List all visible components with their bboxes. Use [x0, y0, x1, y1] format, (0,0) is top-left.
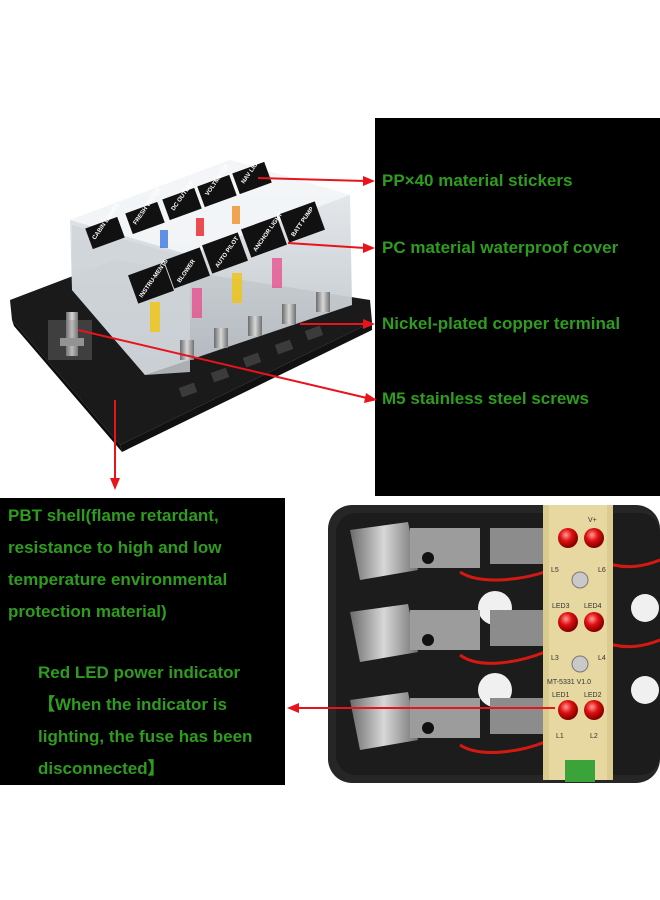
pcb-label-4: LED4 [584, 603, 602, 610]
led-line-2: 【When the indicator is [38, 695, 227, 714]
pcb-label-1: L5 [551, 567, 559, 574]
pcb-label-9: LED2 [584, 692, 602, 699]
callout-stickers: PP×40 material stickers [382, 171, 573, 190]
pcb-label-10: L1 [556, 733, 564, 740]
led-description: Red LED power indicator 【When the indica… [38, 657, 283, 785]
callout-cover: PC material waterproof cover [382, 238, 619, 257]
pcb-label-3: LED3 [552, 603, 570, 610]
callout-screws: M5 stainless steel screws [382, 389, 589, 408]
top-black-panel [375, 118, 660, 496]
callout-terminal: Nickel-plated copper terminal [382, 314, 621, 333]
fuse-box-photo [10, 160, 372, 452]
pcb-label-0: V+ [588, 517, 597, 524]
led-line-1: Red LED power indicator [38, 663, 241, 682]
shell-line-3: temperature environmental [8, 570, 228, 589]
pcb-label-6: L4 [598, 655, 606, 662]
pcb-label-7: MT-5331 V1.0 [547, 679, 591, 686]
red-leds [558, 528, 604, 720]
bottom-black-panel [0, 498, 285, 785]
shell-line-4: protection material) [8, 602, 167, 621]
pcb-closeup-photo [328, 505, 660, 783]
pcb-label-5: L3 [551, 655, 559, 662]
shell-line-1: PBT shell(flame retardant, [8, 506, 219, 525]
callout-arrows [77, 176, 555, 713]
pcb-label-11: L2 [590, 733, 598, 740]
pcb-label-2: L6 [598, 567, 606, 574]
pcb-label-8: LED1 [552, 692, 570, 699]
led-line-3: lighting, the fuse has been [38, 727, 253, 746]
led-line-4: disconnected】 [38, 759, 165, 778]
shell-description: PBT shell(flame retardant, resistance to… [8, 500, 283, 628]
shell-line-2: resistance to high and low [8, 538, 222, 557]
